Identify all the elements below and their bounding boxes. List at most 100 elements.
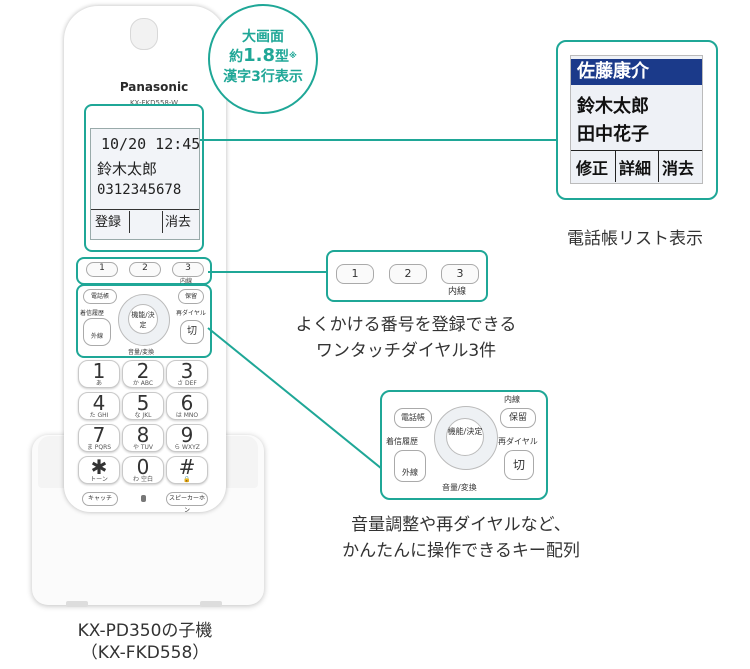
soft-key-blank — [129, 211, 163, 233]
callout-key-1[interactable]: 1 — [336, 264, 374, 284]
dial-key-letters: わ 空白 — [133, 476, 153, 483]
phonebook-row[interactable]: 鈴木太郎 — [577, 96, 649, 117]
dial-key-digit: 9 — [180, 423, 194, 447]
catch-key[interactable]: キャッチ — [82, 492, 118, 506]
volume-label: 音量/変換 — [128, 349, 155, 356]
function-keys-highlight — [76, 284, 212, 358]
display-size-badge: 大画面 約1.8型※ 漢字3行表示 — [208, 4, 318, 114]
callout-key-3[interactable]: 3 — [441, 264, 479, 284]
outside-line-key[interactable]: 外線 — [83, 318, 111, 346]
lcd-separator — [615, 151, 616, 182]
product-caption-line2: （KX-FKD558） — [80, 643, 210, 663]
hang-up-key[interactable]: 切 — [180, 320, 204, 344]
dial-key-digit: 8 — [136, 423, 150, 447]
screen-datetime: 10/20 12:45 — [101, 135, 201, 153]
cradle-foot — [66, 601, 88, 607]
product-caption-line1: KX-PD350の子機 — [77, 621, 213, 641]
screen-number: 0312345678 — [97, 182, 182, 198]
speakerphone-key[interactable]: スピーカーホン — [166, 492, 208, 514]
dial-key[interactable]: ✱トーン — [78, 456, 120, 484]
handset-screen: 10/20 12:45 鈴木太郎 0312345678 登録 消去 — [90, 128, 200, 240]
callout-key-2[interactable]: 2 — [389, 264, 427, 284]
callout-history-label: 着信履歴 — [386, 437, 418, 446]
phonebook-key[interactable]: 電話帳 — [83, 289, 117, 304]
screen-name: 鈴木太郎 — [97, 160, 158, 178]
callout-phonebook-key[interactable]: 電話帳 — [394, 408, 432, 428]
speed-dial-key-1[interactable]: 1 — [86, 262, 118, 277]
history-label: 着信履歴 — [80, 310, 105, 317]
screen-divider — [91, 209, 199, 210]
dial-key-digit: 5 — [136, 391, 150, 415]
cradle-foot — [200, 601, 222, 607]
dial-key-digit: 2 — [136, 359, 150, 383]
dial-key-digit: 6 — [180, 391, 194, 415]
hold-key[interactable]: 保留 — [178, 289, 204, 304]
badge-line1: 大画面 — [242, 29, 284, 45]
earpiece-speaker — [130, 18, 158, 50]
speed-dial-key-3[interactable]: 3 — [172, 262, 204, 277]
dial-key-letters: さ DEF — [177, 380, 197, 387]
dial-key-letters: な JKL — [134, 412, 152, 419]
dial-key[interactable]: #🔒 — [166, 456, 208, 484]
screen-highlight — [84, 104, 204, 252]
callout-outside-line-key[interactable]: 外線 — [394, 450, 426, 482]
callout-hold-key[interactable]: 保留 — [500, 408, 536, 428]
callout-intercom-label: 内線 — [448, 287, 467, 297]
phonebook-caption: 電話帳リスト表示 — [567, 229, 703, 249]
connector-line-speed-dial — [208, 271, 328, 273]
speed-dial-caption-line2: ワンタッチダイヤル3件 — [315, 341, 497, 361]
redial-label: 再ダイヤル — [176, 310, 206, 317]
dial-key-digit: ✱ — [90, 455, 108, 479]
dial-key-digit: 7 — [92, 423, 106, 447]
phonebook-row-selected[interactable]: 佐藤康介 — [571, 59, 702, 85]
function-enter-key[interactable]: 機能/決定 — [128, 304, 158, 334]
soft-key-register[interactable]: 登録 — [95, 215, 122, 230]
dial-key-digit: 4 — [92, 391, 106, 415]
dial-key-digit: 1 — [92, 359, 106, 383]
dial-key-letters: 🔒 — [183, 476, 191, 483]
soft-key-delete[interactable]: 消去 — [662, 159, 695, 178]
microphone-hole — [141, 495, 146, 502]
brand-logo: Panasonic — [119, 80, 189, 94]
connector-line-screen — [200, 139, 556, 141]
phonebook-row[interactable]: 田中花子 — [577, 124, 649, 145]
soft-key-delete[interactable]: 消去 — [165, 215, 192, 230]
soft-key-edit[interactable]: 修正 — [576, 159, 609, 178]
dial-key-letters: ま PQRS — [86, 444, 112, 451]
callout-redial-label: 再ダイヤル — [498, 437, 538, 446]
keypad-callout: 電話帳 着信履歴 外線 機能/決定 内線 保留 再ダイヤル 切 音量/変換 — [380, 390, 548, 500]
lcd-separator — [658, 151, 659, 182]
callout-function-enter-key[interactable]: 機能/決定 — [446, 418, 484, 456]
phonebook-lcd: 佐藤康介 鈴木太郎 田中花子 修正 詳細 消去 — [570, 55, 703, 184]
keypad-caption-line2: かんたんに操作できるキー配列 — [342, 541, 580, 561]
dial-key-digit: # — [178, 455, 196, 479]
intercom-label: 内線 — [180, 278, 193, 285]
speed-dial-caption-line1: よくかける番号を登録できる — [295, 315, 517, 335]
keypad-caption-line1: 音量調整や再ダイヤルなど、 — [351, 515, 571, 535]
lcd-divider — [571, 150, 702, 151]
speed-dial-key-2[interactable]: 2 — [129, 262, 161, 277]
dial-key-letters: か ABC — [132, 380, 154, 387]
model-label: KX-FKD558-W — [129, 99, 179, 107]
dial-key-digit: 0 — [136, 455, 150, 479]
badge-line3: 漢字3行表示 — [223, 69, 303, 85]
dial-key-letters: や TUV — [132, 444, 154, 451]
dial-key-letters: は MNO — [175, 412, 199, 419]
soft-key-detail[interactable]: 詳細 — [619, 159, 652, 178]
dial-key-digit: 3 — [180, 359, 194, 383]
badge-line2: 約1.8型※ — [229, 45, 297, 66]
callout-hang-up-key[interactable]: 切 — [504, 450, 534, 480]
dial-key-letters: トーン — [90, 476, 108, 483]
callout-volume-label: 音量/変換 — [442, 483, 477, 492]
dial-key-letters: た GHI — [89, 412, 109, 419]
